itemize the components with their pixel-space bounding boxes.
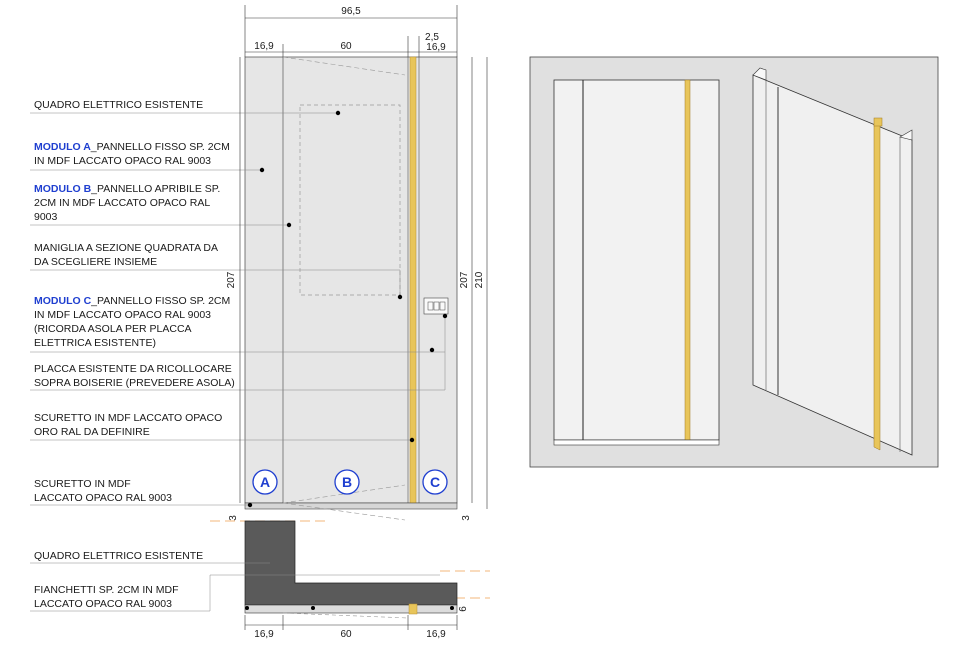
dot-plan-left — [245, 606, 249, 610]
placca-box — [423, 297, 449, 315]
label-fianchetti-line1: FIANCHETTI SP. 2CM IN MDF — [34, 584, 178, 596]
label-modulo-c-title: MODULO C — [34, 295, 92, 307]
render-front-base — [553, 439, 720, 446]
plan-boiserie — [244, 604, 458, 614]
dim-overall-width: 96,5 — [341, 6, 361, 17]
dim-inner-height: 207 — [226, 271, 237, 288]
dim-center-panel: 60 — [340, 41, 352, 52]
gold-scuretto — [409, 56, 417, 504]
label-scuretto-oro-line2: ORO RAL DA DEFINIRE — [34, 426, 150, 438]
render-persp-panel — [752, 74, 913, 456]
module-a-circle — [252, 469, 278, 495]
label-scuretto-line2: LACCATO OPACO RAL 9003 — [34, 492, 172, 504]
render-front-panel — [553, 79, 720, 441]
label-modulo-c-line3: (RICORDA ASOLA PER PLACCA — [34, 323, 192, 335]
label-scuretto-line1: SCURETTO IN MDF — [34, 478, 131, 490]
module-b-label: B — [342, 474, 352, 490]
dot-plan-center — [311, 606, 315, 610]
plan-wall — [244, 520, 458, 606]
dim-right-panel: 16,9 — [426, 42, 446, 53]
label-modulo-b-line3: 9003 — [34, 211, 58, 223]
label-maniglia-line2: DA SCEGLIERE INSIEME — [34, 256, 157, 268]
module-c-circle — [422, 469, 448, 495]
placca-switch-right — [439, 301, 446, 311]
swing-line-top — [282, 56, 406, 76]
module-b-circle — [334, 469, 360, 495]
dot-plan-right — [450, 606, 454, 610]
plan-view: 16,9 60 16,9 6 — [30, 520, 490, 640]
elevation-view: A B C 96,5 16,9 60 2,5 16,9 — [30, 5, 488, 521]
dim-left-panel: 16,9 — [254, 41, 274, 52]
module-c-label: C — [430, 474, 440, 490]
label-modulo-a: MODULO A_PANNELLO FISSO SP. 2CM — [34, 141, 230, 153]
dot-placca — [429, 347, 435, 353]
placca-switch-mid — [433, 301, 440, 311]
swing-line-bottom-2 — [282, 502, 406, 521]
label-placca-line2: SOPRA BOISERIE (PREVEDERE ASOLA) — [34, 377, 235, 389]
render-front-gold — [684, 79, 691, 441]
label-modulo-b-line2: 2CM IN MDF LACCATO OPACO RAL — [34, 197, 210, 209]
label-modulo-c: MODULO C_PANNELLO FISSO SP. 2CM — [34, 295, 230, 307]
dim-total-height: 210 — [474, 271, 485, 288]
label-placca-line1: PLACCA ESISTENTE DA RICOLLOCARE — [34, 363, 232, 375]
label-scuretto-oro-line1: SCURETTO IN MDF LACCATO OPACO — [34, 412, 222, 424]
leader-placca — [30, 352, 446, 391]
plan-dim-right: 16,9 — [426, 629, 446, 640]
dot-quadro — [335, 110, 341, 116]
leader-maniglia — [30, 269, 401, 297]
dim-inner-height-right: 207 — [459, 271, 470, 288]
plan-gold-scuretto — [408, 603, 418, 615]
plan-swing — [282, 612, 409, 619]
plan-dim-left: 16,9 — [254, 629, 274, 640]
quadro-elettrico-outline — [299, 104, 401, 296]
base-plinth — [244, 502, 458, 510]
plan-dim-center: 60 — [340, 629, 352, 640]
render-persp-edge-top — [752, 67, 767, 81]
render-view — [529, 56, 939, 468]
dim-gap: 2,5 — [425, 32, 439, 43]
dot-modulo-b — [286, 222, 292, 228]
label-modulo-c-line4: ELETTRICA ESISTENTE) — [34, 337, 156, 349]
label-maniglia-line1: MANIGLIA A SEZIONE QUADRATA DA — [34, 242, 218, 254]
render-persp-gold-top — [873, 117, 883, 127]
label-modulo-b: MODULO B_PANNELLO APRIBILE SP. — [34, 183, 220, 195]
placca-switch-left — [427, 301, 434, 311]
label-quadro-elettrico: QUADRO ELETTRICO ESISTENTE — [34, 99, 203, 111]
label-modulo-b-line1: _PANNELLO APRIBILE SP. — [90, 183, 220, 195]
label-quadro-plan: QUADRO ELETTRICO ESISTENTE — [34, 550, 203, 562]
dot-modulo-c — [442, 313, 448, 319]
dot-scuretto — [247, 502, 253, 508]
label-fianchetti-line2: LACCATO OPACO RAL 9003 — [34, 598, 172, 610]
render-persp-right-edge-top — [899, 129, 913, 141]
module-a-label: A — [260, 474, 270, 490]
labels: QUADRO ELETTRICO ESISTENTE MODULO A_PANN… — [34, 99, 235, 610]
plan-dim-depth: 6 — [458, 606, 469, 612]
dot-modulo-a — [259, 167, 265, 173]
elevation-panel — [244, 56, 458, 504]
leader-fianchetti — [30, 574, 440, 612]
label-modulo-a-line1: _PANNELLO FISSO SP. 2CM — [90, 141, 230, 153]
render-persp-gold — [873, 123, 881, 451]
dim-base-left: 3 — [228, 515, 239, 521]
dot-maniglia — [397, 294, 403, 300]
label-modulo-c-line2: IN MDF LACCATO OPACO RAL 9003 — [34, 309, 211, 321]
label-modulo-c-line1: _PANNELLO FISSO SP. 2CM — [90, 295, 230, 307]
label-modulo-a-title: MODULO A — [34, 141, 91, 153]
dim-base-right: 3 — [461, 515, 472, 521]
swing-line-bottom — [282, 484, 406, 504]
label-modulo-b-title: MODULO B — [34, 183, 92, 195]
dot-scuretto-oro — [409, 437, 415, 443]
label-modulo-a-line2: IN MDF LACCATO OPACO RAL 9003 — [34, 155, 211, 167]
